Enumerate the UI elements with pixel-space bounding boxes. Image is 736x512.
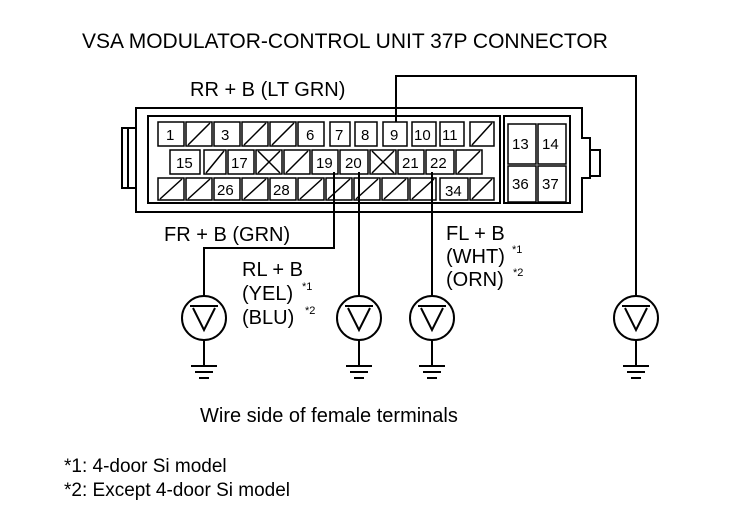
pin-20: 20 (345, 155, 362, 172)
wiring (203, 75, 637, 296)
svg-text:*2: *2 (513, 267, 523, 279)
svg-text:(WHT): (WHT) (446, 246, 505, 268)
ground-icon (346, 340, 372, 379)
voltmeter-icon (181, 295, 227, 341)
pin-grid (157, 121, 567, 203)
pin-34: 34 (445, 183, 462, 200)
ground-icon (419, 340, 445, 379)
pin-9: 9 (390, 127, 398, 144)
ground-icon (191, 340, 217, 379)
svg-text:*1: *1 (302, 281, 312, 293)
pin-17: 17 (231, 155, 248, 172)
pin-28: 28 (273, 182, 290, 199)
footnote-1: *1: 4-door Si model (64, 456, 227, 477)
pin-26: 26 (217, 182, 234, 199)
svg-text:*2: *2 (305, 305, 315, 317)
pin-1: 1 (166, 127, 174, 144)
svg-text:RL + B: RL + B (242, 259, 303, 281)
pin-15: 15 (176, 155, 193, 172)
svg-text:(YEL): (YEL) (242, 283, 293, 305)
diagram-title: VSA MODULATOR-CONTROL UNIT 37P CONNECTOR (82, 30, 608, 53)
pin-13: 13 (512, 136, 529, 153)
footnote-2: *2: Except 4-door Si model (64, 480, 290, 501)
connector-housing (121, 107, 601, 213)
voltmeter-icon (336, 295, 382, 341)
voltmeter-rr (613, 295, 659, 379)
pin-11: 11 (442, 127, 458, 144)
voltmeter-icon (613, 295, 659, 341)
pin-37: 37 (542, 176, 559, 193)
pin-labels: 1 3 6 7 8 9 10 11 13 14 15 17 19 20 21 2… (166, 127, 559, 200)
pin-6: 6 (306, 127, 314, 144)
pin-21: 21 (402, 155, 419, 172)
voltmeter-icon (409, 295, 455, 341)
pin-19: 19 (316, 155, 333, 172)
svg-text:FL + B: FL + B (446, 223, 505, 245)
ground-icon (623, 340, 649, 379)
voltmeter-fl (409, 295, 455, 379)
pin-14: 14 (542, 136, 559, 153)
voltmeter-rl (336, 295, 382, 379)
pin-3: 3 (221, 127, 229, 144)
fl-wire-label: FL + B (WHT) *1 (ORN) *2 (446, 223, 523, 291)
rl-wire-label: RL + B (YEL) *1 (BLU) *2 (242, 259, 315, 329)
voltmeter-fr (181, 295, 227, 379)
pin-8: 8 (361, 127, 369, 144)
pin-10: 10 (414, 127, 431, 144)
svg-text:(ORN): (ORN) (446, 269, 504, 291)
pin-22: 22 (430, 155, 447, 172)
fr-wire-label: FR + B (GRN) (164, 224, 290, 246)
svg-text:(BLU): (BLU) (242, 307, 294, 329)
pin-7: 7 (335, 127, 343, 144)
svg-text:*1: *1 (512, 244, 522, 256)
rr-wire-label: RR + B (LT GRN) (190, 79, 345, 101)
caption: Wire side of female terminals (200, 405, 458, 427)
pin-36: 36 (512, 176, 529, 193)
